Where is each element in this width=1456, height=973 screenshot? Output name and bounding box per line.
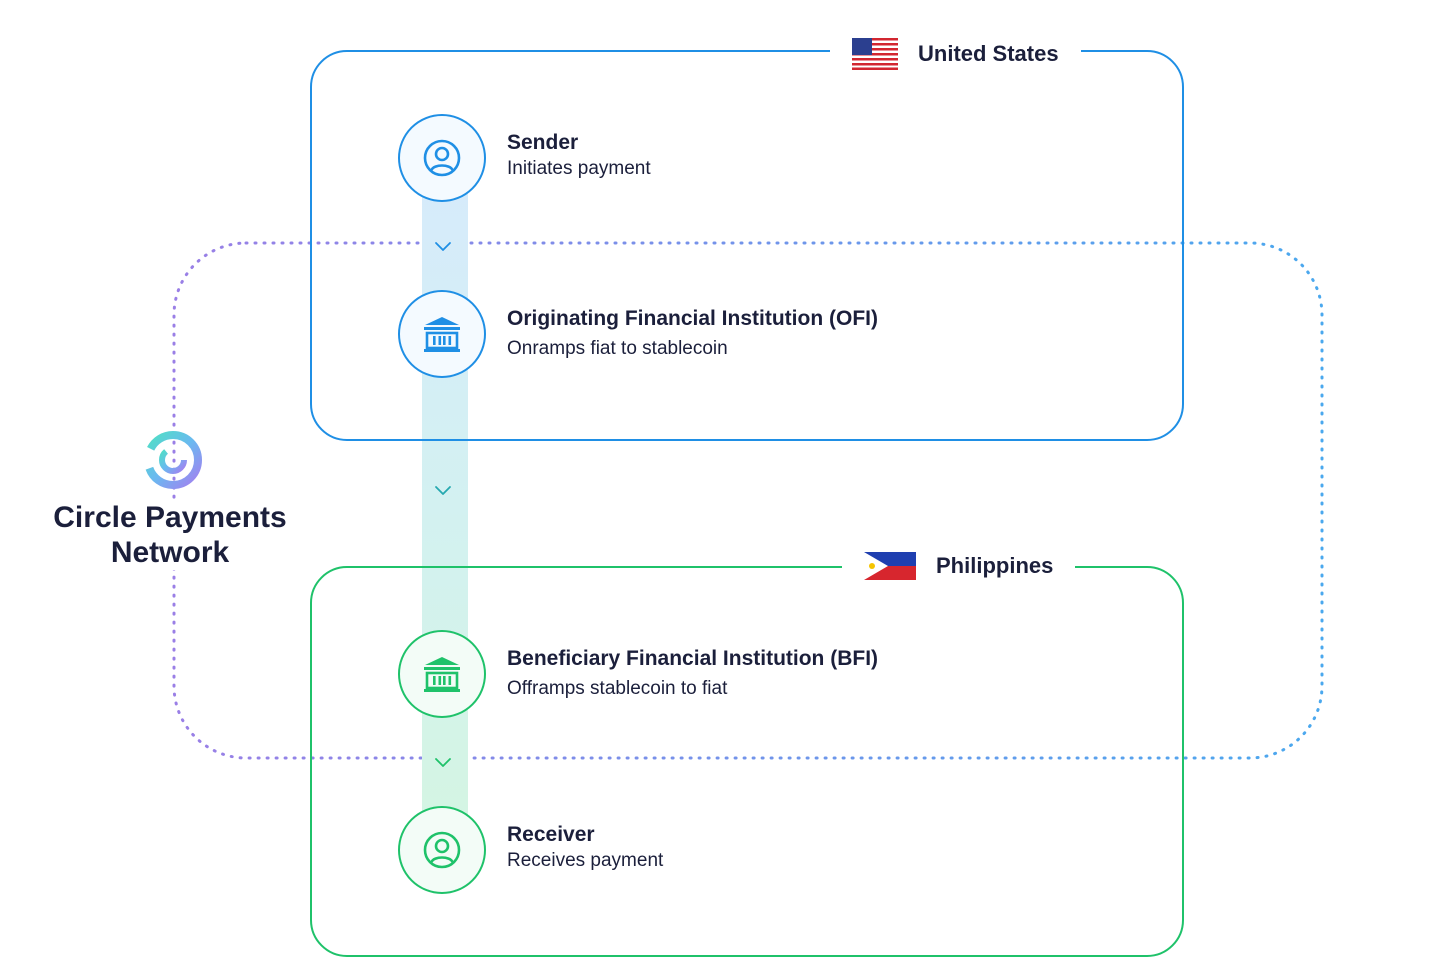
bfi-node <box>398 630 486 718</box>
receiver-node <box>398 806 486 894</box>
ph-region-label: Philippines <box>842 548 1076 584</box>
ofi-subtitle: Onramps fiat to stablecoin <box>507 338 728 359</box>
receiver-text: Receiver Receives payment <box>507 822 663 874</box>
bfi-title: Beneficiary Financial Institution (BFI) <box>507 647 879 670</box>
us-region-label: United States <box>830 36 1081 72</box>
ofi-node <box>398 290 486 378</box>
ofi-title: Originating Financial Institution (OFI) <box>507 307 878 330</box>
flow-bar <box>422 190 468 822</box>
sender-title: Sender <box>507 131 579 154</box>
us-region-name: United States <box>918 41 1059 66</box>
circle-logo-icon <box>144 431 202 489</box>
ph-region-name: Philippines <box>936 553 1054 578</box>
sender-node <box>398 114 486 202</box>
receiver-subtitle: Receives payment <box>507 850 664 871</box>
us-region-box <box>310 50 1184 441</box>
chevron-down-icon <box>435 486 451 495</box>
us-flag-icon <box>852 38 898 70</box>
bfi-subtitle: Offramps stablecoin to fiat <box>507 678 728 699</box>
ph-region-box <box>310 566 1184 957</box>
sender-subtitle: Initiates payment <box>507 158 651 179</box>
user-icon <box>423 831 461 869</box>
chevron-down-icon <box>435 758 451 767</box>
bank-icon <box>424 657 460 692</box>
sender-text: Sender Initiates payment <box>507 130 651 182</box>
philippines-flag-icon <box>864 552 916 580</box>
user-icon <box>423 139 461 177</box>
chevron-down-icon <box>435 242 451 251</box>
network-name: Circle Payments Network <box>20 500 320 570</box>
bank-icon <box>424 317 460 352</box>
bfi-text: Beneficiary Financial Institution (BFI) … <box>507 646 878 702</box>
receiver-title: Receiver <box>507 823 595 846</box>
ofi-text: Originating Financial Institution (OFI) … <box>507 306 878 362</box>
